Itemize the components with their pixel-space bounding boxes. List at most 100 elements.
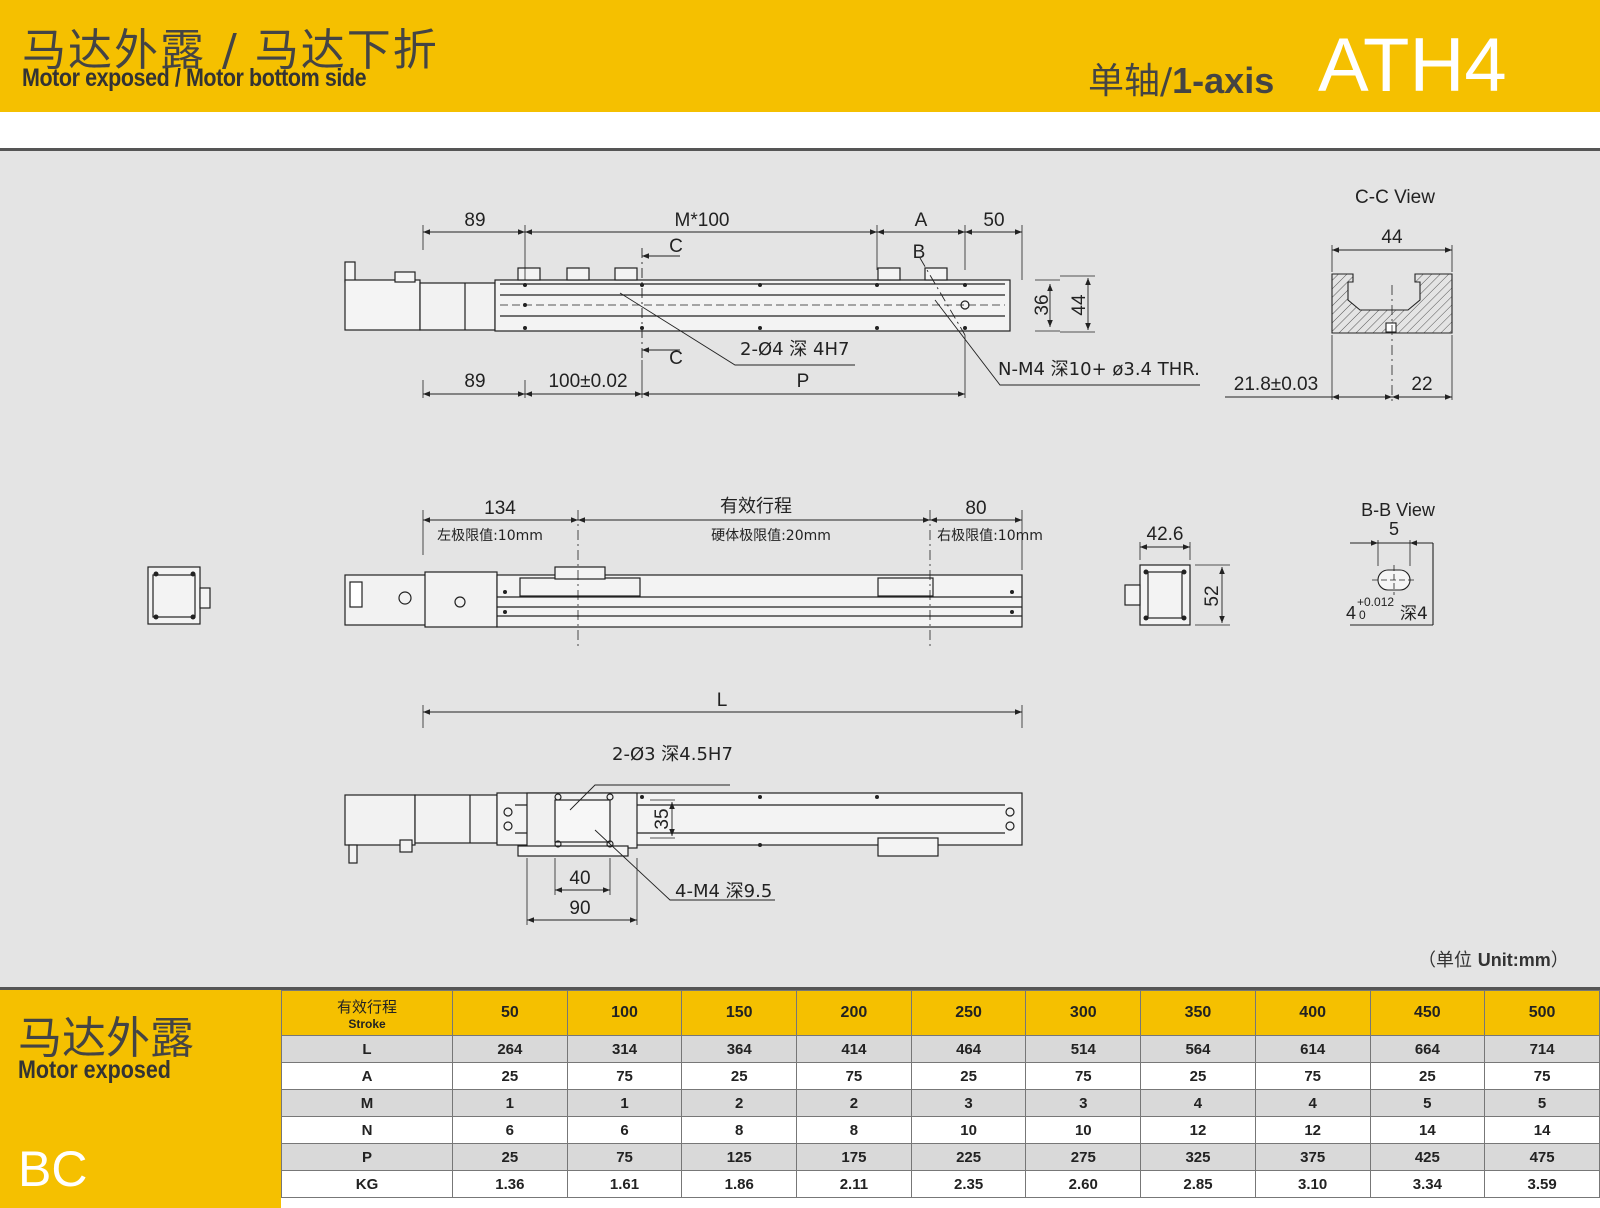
dim-m100: M*100 — [675, 210, 730, 231]
spec-cell: 1.36 — [452, 1170, 568, 1198]
model-name: ATH4 — [1318, 23, 1507, 108]
stroke-value: 250 — [910, 990, 1027, 1036]
spec-cell: 125 — [681, 1143, 798, 1171]
side-view-labels: 134 有效行程 80 左极限值:10mm 硬体极限值:20mm 右极限值:10… — [437, 496, 1043, 544]
dim-l: L — [717, 690, 728, 711]
spec-cell: 12 — [1140, 1116, 1256, 1144]
spec-panel: 马达外露 Motor exposed BC — [0, 990, 281, 1208]
section-b: B — [913, 242, 926, 263]
dim-35: 35 — [652, 808, 673, 829]
dim-80: 80 — [965, 498, 986, 519]
unit-note-close: ） — [1550, 950, 1569, 971]
spec-cell: 4 — [1254, 1089, 1371, 1117]
dim-effective-stroke: 有效行程 — [720, 496, 792, 517]
spec-cell: 564 — [1140, 1035, 1256, 1063]
spec-cell: 75 — [566, 1143, 683, 1171]
spec-cell: 3.34 — [1369, 1170, 1486, 1198]
axis-label: 单轴/1-axis — [1088, 52, 1274, 104]
callout-bottom-pin-holes: 2-Ø3 深4.5H7 — [612, 744, 733, 765]
spec-cell: 75 — [1025, 1062, 1142, 1090]
spec-row-label: KG — [281, 1170, 453, 1198]
spec-cell: 3 — [1025, 1089, 1142, 1117]
bb-tol-upper: +0.012 — [1357, 595, 1394, 609]
spec-cell: 25 — [452, 1062, 568, 1090]
right-limit-note: 右极限值:10mm — [937, 528, 1043, 544]
spec-cell: 10 — [1025, 1116, 1142, 1144]
spec-cell: 6 — [566, 1116, 683, 1144]
spec-cell: 75 — [1484, 1062, 1600, 1090]
top-view — [344, 225, 1200, 398]
spec-cell: 2 — [796, 1089, 912, 1117]
stroke-value: 150 — [681, 990, 798, 1036]
spec-row-label: P — [281, 1143, 453, 1171]
bb-dim-4: 4 — [1346, 603, 1356, 623]
hard-limit-note: 硬体极限值:20mm — [711, 528, 831, 544]
spec-row-label: N — [281, 1116, 453, 1144]
section-c-upper: C — [669, 236, 683, 257]
bottom-view — [344, 705, 1023, 925]
spec-cell: 325 — [1140, 1143, 1256, 1171]
dim-a: A — [915, 210, 928, 231]
axis-label-cn: 单轴/ — [1088, 61, 1173, 102]
spec-cell: 25 — [681, 1062, 798, 1090]
rail-end-view — [1124, 542, 1230, 626]
spec-cell: 514 — [1025, 1035, 1142, 1063]
cc-view — [1225, 245, 1453, 405]
spec-cell: 1.86 — [681, 1170, 798, 1198]
spec-cell: 2 — [681, 1089, 798, 1117]
section-c-lower: C — [669, 348, 683, 369]
dim-134: 134 — [484, 498, 516, 519]
left-limit-note: 左极限值:10mm — [437, 528, 543, 544]
spec-title-en: Motor exposed — [18, 1056, 171, 1084]
top-view-labels: 89 M*100 A 50 C C B 36 44 2-Ø4 深 4H7 N-M… — [464, 210, 1199, 392]
bb-tol-lower: 0 — [1359, 608, 1366, 622]
spec-code: BC — [18, 1141, 88, 1197]
rail-holes-top — [523, 283, 967, 330]
spec-cell: 75 — [796, 1062, 912, 1090]
bb-depth: 深4 — [1400, 604, 1428, 624]
cc-view-title: C-C View — [1355, 187, 1435, 208]
spec-cell: 1 — [566, 1089, 683, 1117]
rail-end-view-labels: 42.6 52 — [1147, 524, 1223, 607]
stroke-header-cn: 有效行程 — [336, 997, 397, 1016]
spec-cell: 314 — [566, 1035, 683, 1063]
spec-cell: 25 — [1369, 1062, 1486, 1090]
bb-view — [1350, 540, 1434, 626]
dim-36: 36 — [1032, 294, 1053, 315]
spec-row-label: M — [281, 1089, 453, 1117]
axis-label-en: 1-axis — [1172, 60, 1275, 101]
spec-cell: 375 — [1254, 1143, 1371, 1171]
stroke-value: 200 — [796, 990, 912, 1036]
side-view — [344, 510, 1023, 650]
spec-cell: 75 — [566, 1062, 683, 1090]
carriage-tabs-top — [517, 267, 948, 281]
dim-42-6: 42.6 — [1147, 524, 1184, 545]
rail-body-top — [494, 279, 1011, 332]
spec-cell: 12 — [1254, 1116, 1371, 1144]
spec-cell: 3.10 — [1254, 1170, 1371, 1198]
spec-cell: 5 — [1484, 1089, 1600, 1117]
callout-mount-threads: N-M4 深10+ ø3.4 THR. — [998, 359, 1200, 380]
spec-cell: 614 — [1254, 1035, 1371, 1063]
dim-40: 40 — [569, 868, 590, 889]
stroke-value: 100 — [566, 990, 683, 1036]
spec-cell: 175 — [796, 1143, 912, 1171]
header-title-cn: 马达外露 / 马达下折 — [22, 25, 439, 76]
spec-cell: 225 — [910, 1143, 1027, 1171]
header-band: 马达外露 / 马达下折 Motor exposed / Motor bottom… — [0, 0, 1600, 112]
spec-cell: 10 — [910, 1116, 1027, 1144]
spec-cell: 2.85 — [1140, 1170, 1256, 1198]
spec-cell: 275 — [1025, 1143, 1142, 1171]
spec-cell: 364 — [681, 1035, 798, 1063]
header-title-en: Motor exposed / Motor bottom side — [22, 64, 367, 92]
unit-note: （单位 Unit:mm） — [1418, 946, 1569, 972]
dim-90: 90 — [569, 898, 590, 919]
unit-note-en: Unit:mm — [1477, 950, 1551, 970]
unit-note-cn: （单位 — [1418, 950, 1478, 971]
motor-top — [344, 261, 496, 331]
